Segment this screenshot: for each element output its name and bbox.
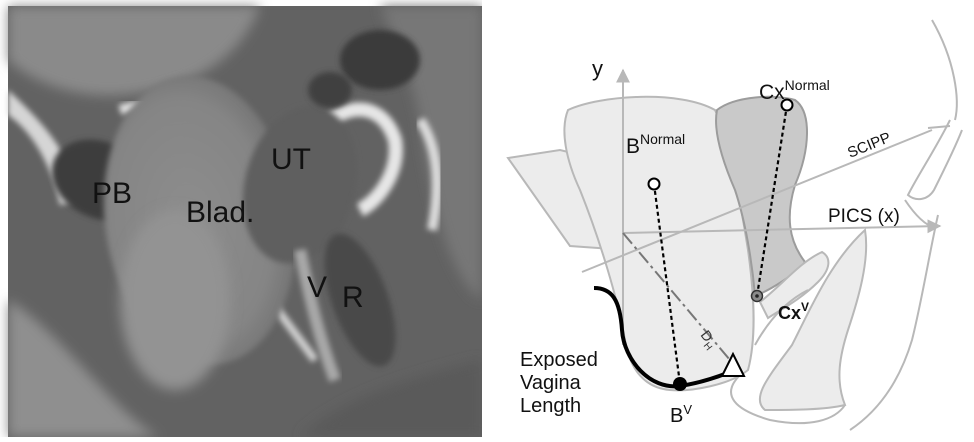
b-v-marker <box>673 377 687 391</box>
label-rectum: R <box>342 281 364 314</box>
schematic-diagram: y PICS (x) SCIPP BNormal CxNormal CxV BV… <box>482 0 974 437</box>
b-v-label: BV <box>670 402 692 427</box>
pics-label: PICS (x) <box>828 206 900 227</box>
label-uterus: UT <box>271 143 311 176</box>
mri-image-panel: PB Blad. UT V R <box>0 0 482 437</box>
scipp-label: SCIPP <box>845 129 893 162</box>
exposed-vagina-length-label: Exposed Vagina Length <box>520 349 603 417</box>
schematic-diagram-panel: y PICS (x) SCIPP BNormal CxNormal CxV BV… <box>482 0 974 437</box>
label-vagina: V <box>307 271 327 304</box>
label-bladder: Blad. <box>186 196 254 229</box>
mri-image: PB Blad. UT V R <box>0 0 482 437</box>
y-axis-label: y <box>592 56 603 81</box>
sacrum-outline <box>932 20 957 120</box>
b-normal-marker <box>649 179 660 190</box>
label-pb: PB <box>92 177 132 210</box>
